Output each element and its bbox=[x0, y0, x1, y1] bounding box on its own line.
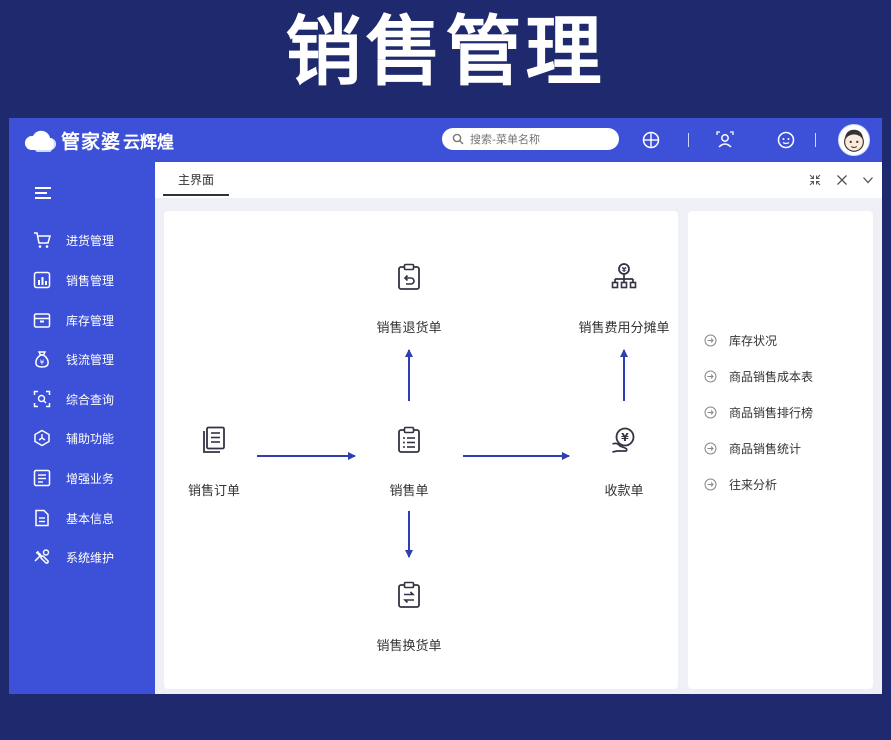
sidebar-item-label: 增强业务 bbox=[66, 471, 115, 486]
quick-link-sales-stats[interactable]: 商品销售统计 bbox=[704, 438, 801, 458]
sales-chart-icon bbox=[33, 271, 51, 289]
quick-link-cost-report[interactable]: 商品销售成本表 bbox=[704, 366, 813, 386]
tab-home[interactable]: 主界面 bbox=[163, 162, 229, 196]
node-label: 收款单 bbox=[604, 484, 644, 499]
maintenance-icon bbox=[34, 549, 50, 564]
sidebar-item-assist[interactable]: 辅助功能 bbox=[33, 426, 155, 450]
circle-arrow-icon bbox=[704, 370, 717, 382]
tab-bar: 主界面 bbox=[155, 162, 882, 198]
brand-logo[interactable]: 管家婆 云辉煌 bbox=[23, 127, 174, 154]
sidebar-item-label: 基本信息 bbox=[66, 511, 115, 526]
search-scan-icon bbox=[33, 390, 51, 408]
cloud-icon bbox=[24, 130, 56, 152]
svg-text:¥: ¥ bbox=[622, 266, 627, 274]
exchange-clipboard-icon bbox=[398, 581, 420, 608]
circle-arrow-icon bbox=[704, 334, 717, 346]
node-receipt-bill[interactable]: ¥ 收款单 bbox=[569, 426, 679, 499]
search-icon bbox=[452, 133, 464, 145]
sales-flow-panel: 销售订单 销售单 ¥ 收款单 bbox=[164, 211, 678, 689]
inventory-box-icon bbox=[33, 313, 51, 328]
quick-link-label: 商品销售成本表 bbox=[729, 369, 814, 384]
top-header: 管家婆 云辉煌 bbox=[9, 118, 882, 162]
close-icon[interactable] bbox=[836, 174, 848, 186]
orders-document-icon bbox=[203, 426, 225, 453]
menu-toggle-icon[interactable] bbox=[35, 186, 53, 200]
node-sales-return[interactable]: 销售退货单 bbox=[354, 263, 464, 336]
sidebar-item-label: 进货管理 bbox=[66, 233, 115, 248]
quick-link-stock-status[interactable]: 库存状况 bbox=[704, 330, 777, 350]
node-label: 销售退货单 bbox=[376, 321, 442, 336]
brand-subname: 云辉煌 bbox=[123, 133, 175, 153]
circle-arrow-icon bbox=[704, 406, 717, 418]
node-label: 销售换货单 bbox=[376, 639, 442, 654]
circle-arrow-icon bbox=[704, 442, 717, 454]
flow-arrows bbox=[257, 349, 628, 558]
banner-title: 销售管理 bbox=[285, 7, 606, 96]
header-divider bbox=[815, 133, 816, 147]
header-divider bbox=[688, 133, 689, 147]
allocation-tree-icon: ¥ bbox=[611, 263, 637, 289]
svg-text:¥: ¥ bbox=[40, 359, 45, 367]
collapse-icon[interactable] bbox=[809, 174, 821, 186]
sidebar-item-maintenance[interactable]: 系统维护 bbox=[33, 545, 155, 569]
user-avatar[interactable] bbox=[838, 124, 870, 156]
enhance-icon bbox=[33, 469, 51, 487]
message-icon[interactable] bbox=[776, 130, 796, 150]
quick-link-label: 商品销售统计 bbox=[729, 441, 802, 456]
clipboard-list-icon bbox=[398, 426, 420, 453]
sidebar-item-inventory[interactable]: 库存管理 bbox=[33, 308, 155, 332]
quick-links-panel: 库存状况 商品销售成本表 商品销售排行榜 商品销售统计 往来分析 bbox=[688, 211, 873, 689]
sidebar-item-enhanced[interactable]: 增强业务 bbox=[33, 466, 155, 490]
app-window: 管家婆 云辉煌 bbox=[9, 118, 882, 694]
node-expense-allocation[interactable]: ¥ 销售费用分摊单 bbox=[569, 263, 679, 336]
quick-link-ranking[interactable]: 商品销售排行榜 bbox=[704, 402, 813, 422]
quick-link-label: 往来分析 bbox=[729, 477, 778, 492]
cart-icon bbox=[34, 232, 51, 248]
sidebar-item-label: 系统维护 bbox=[66, 550, 115, 565]
sidebar-item-sales[interactable]: 销售管理 bbox=[33, 268, 155, 292]
chevron-down-icon[interactable] bbox=[862, 174, 874, 186]
document-icon bbox=[35, 509, 49, 527]
avatar-face-icon bbox=[844, 129, 864, 152]
sidebar-item-basic-info[interactable]: 基本信息 bbox=[33, 506, 155, 530]
sidebar-item-label: 钱流管理 bbox=[66, 352, 115, 367]
svg-text:¥: ¥ bbox=[621, 431, 629, 444]
sidebar-item-cashflow[interactable]: ¥ 钱流管理 bbox=[33, 347, 155, 371]
quick-link-account-analysis[interactable]: 往来分析 bbox=[704, 474, 777, 494]
money-bag-icon: ¥ bbox=[35, 351, 49, 368]
quick-link-label: 商品销售排行榜 bbox=[729, 405, 814, 420]
node-label: 销售费用分摊单 bbox=[578, 321, 670, 336]
sidebar-item-label: 综合查询 bbox=[66, 392, 115, 407]
return-clipboard-icon bbox=[398, 263, 420, 290]
sidebar: 进货管理 销售管理 库存管理 ¥ 钱流管理 bbox=[9, 162, 155, 694]
node-label: 销售订单 bbox=[187, 484, 240, 499]
quick-link-label: 库存状况 bbox=[729, 333, 778, 348]
circle-arrow-icon bbox=[704, 478, 717, 490]
sidebar-item-purchase[interactable]: 进货管理 bbox=[33, 228, 155, 252]
node-sales-bill[interactable]: 销售单 bbox=[354, 426, 464, 499]
assist-icon bbox=[34, 429, 50, 447]
sidebar-item-label: 库存管理 bbox=[66, 313, 115, 328]
coin-hand-icon: ¥ bbox=[612, 427, 635, 453]
apps-grid-icon[interactable] bbox=[641, 130, 661, 150]
sidebar-item-label: 销售管理 bbox=[66, 273, 115, 288]
brand-name: 管家婆 bbox=[61, 131, 122, 153]
node-label: 销售单 bbox=[389, 484, 429, 499]
sidebar-item-label: 辅助功能 bbox=[66, 431, 115, 446]
search-input[interactable] bbox=[470, 132, 610, 146]
menu-search[interactable] bbox=[442, 128, 619, 150]
node-sales-order[interactable]: 销售订单 bbox=[159, 426, 269, 499]
sidebar-item-query[interactable]: 综合查询 bbox=[33, 387, 155, 411]
node-sales-exchange[interactable]: 销售换货单 bbox=[354, 581, 464, 654]
user-scan-icon[interactable] bbox=[715, 130, 735, 150]
